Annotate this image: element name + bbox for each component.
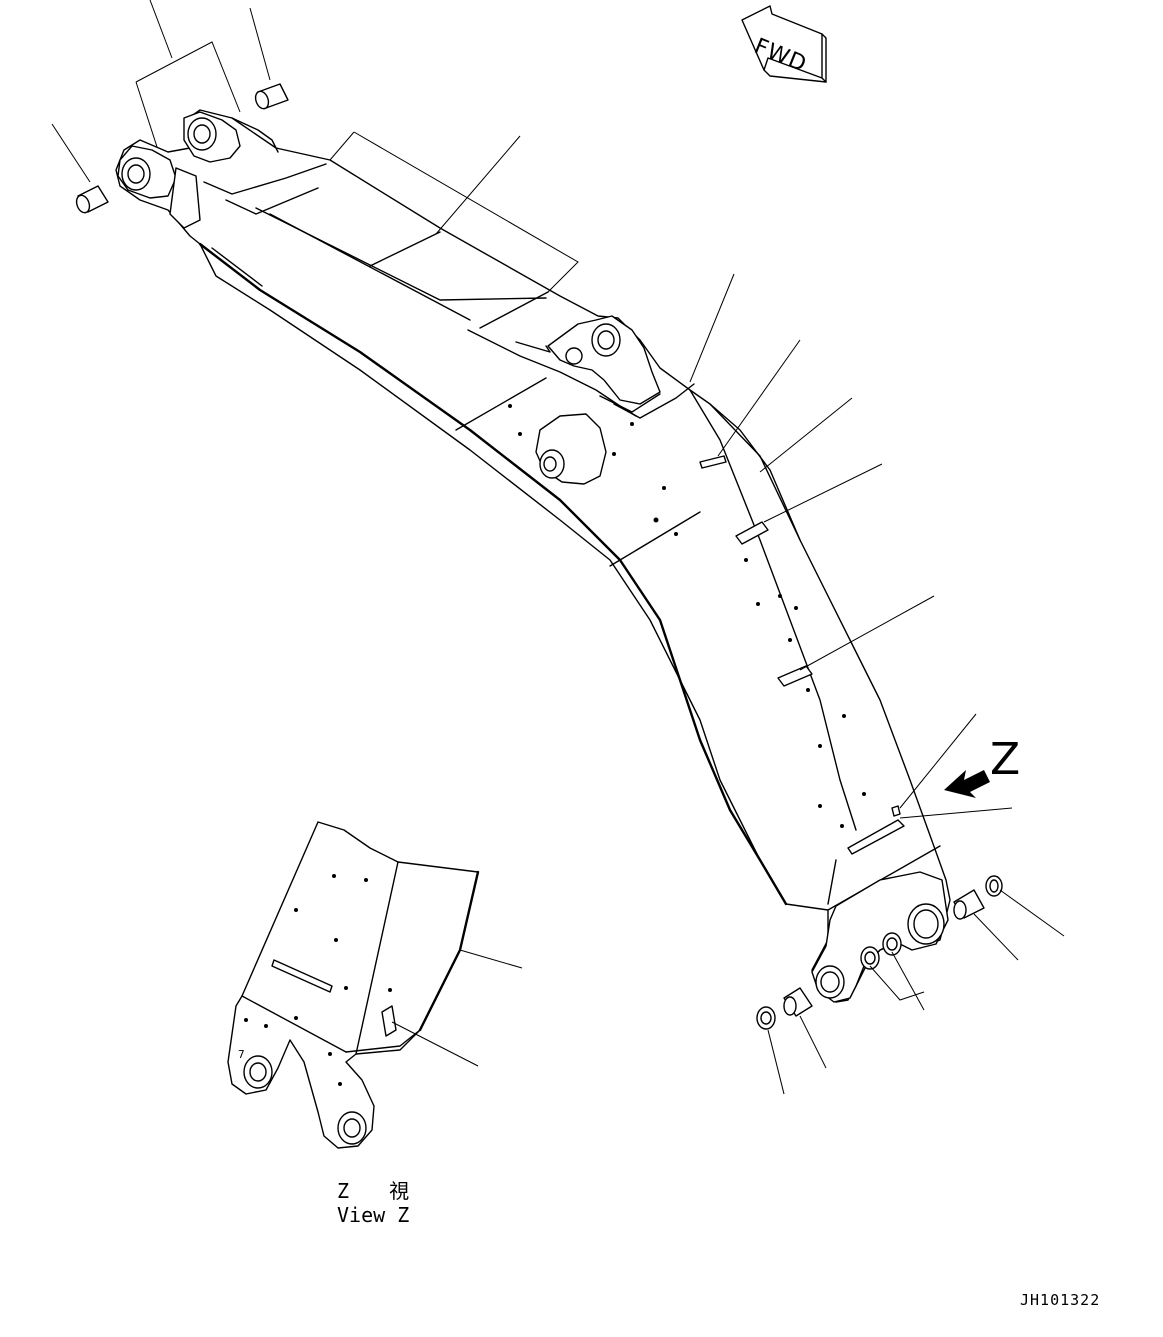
fwd-arrow-icon	[741, 5, 827, 83]
arm-cylinder-bracket	[515, 315, 695, 419]
leader-lines-top-left	[51, 0, 271, 183]
pin-left	[75, 185, 109, 214]
view-z-detail: 7	[227, 821, 523, 1149]
bushings-lower-right	[756, 875, 1065, 1095]
svg-text:7: 7	[238, 1048, 245, 1061]
leader-lines-right	[329, 131, 1013, 819]
bolt-dots	[508, 404, 866, 828]
view-z-letter: Z	[990, 734, 1021, 785]
view-caption-en: View Z	[337, 1203, 410, 1227]
boom-body	[115, 109, 951, 1003]
boom-top-brackets	[117, 111, 279, 229]
pin-top	[254, 83, 289, 110]
mounted-clamps	[699, 455, 905, 855]
cylinder-boss	[535, 413, 607, 485]
view-caption-jp: Z 視	[337, 1179, 424, 1203]
view-z-arrow-icon	[944, 770, 990, 798]
drawing-number: JH101322	[1020, 1291, 1101, 1309]
